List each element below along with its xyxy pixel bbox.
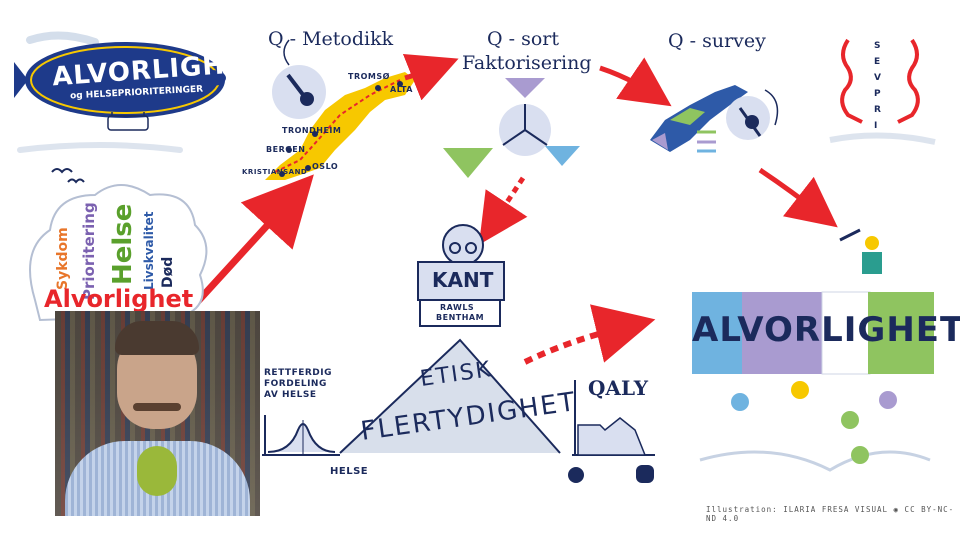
distribution-chart [262, 415, 340, 456]
rawls-label: RAWLS [440, 303, 475, 312]
arrow-to-alvorlighet [523, 304, 656, 365]
person-hair [115, 321, 199, 355]
arrow-to-survey [599, 57, 672, 107]
city-trondheim: TRONDHEIM [282, 126, 342, 135]
ethics-pyramid [339, 338, 561, 454]
city-bergen: BERGEN [266, 145, 306, 154]
cloud-word-livskvalitet: Livskvalitet [142, 211, 156, 290]
alvorlighet-banner [692, 228, 934, 472]
arrow-to-qsort [402, 53, 459, 101]
blimp-illustration [14, 31, 226, 153]
illustration-credit: Illustration: ILARIA FRESA VISUAL ◉ CC B… [706, 505, 955, 523]
city-kristiansand: KRISTIANSAND [242, 168, 308, 176]
q-sort-subtitle: Faktorisering [462, 52, 592, 74]
arrow-to-kant [478, 176, 528, 245]
rettferdig-label: RETTFERDIG FORDELING AV HELSE [264, 368, 332, 400]
kant-label: KANT [432, 268, 494, 292]
helse-axis-label: HELSE [330, 466, 369, 477]
q-sort-factor-diagram [443, 78, 580, 178]
norway-map-metodikk [265, 39, 415, 180]
norway-map-survey [650, 85, 779, 153]
q-sort-title: Q - sort [487, 28, 559, 50]
arrow-to-metodikk [187, 174, 314, 313]
q-survey-title: Q - survey [668, 30, 766, 52]
bentham-label: BENTHAM [436, 313, 485, 322]
cloud-word-helse: Helse [108, 203, 138, 285]
thought-cloud [29, 184, 208, 322]
q-metodikk-title: Q - Metodikk [268, 28, 394, 50]
sevpri-logo [829, 38, 936, 145]
city-tromso: TROMSØ [348, 72, 390, 81]
city-alta: ALTA [390, 85, 413, 94]
portrait-photo [55, 311, 260, 516]
qaly-chart [568, 380, 655, 483]
person-cravat [137, 446, 177, 496]
sevpri-label: SEVPRI [874, 41, 881, 131]
cloud-word-dod: Død [160, 256, 176, 288]
qaly-label: QALY [588, 376, 648, 400]
banner-title: ALVORLIGHET [692, 310, 960, 350]
kant-figure [417, 224, 505, 327]
person-mustache [133, 403, 181, 411]
city-oslo: OSLO [312, 162, 339, 171]
cloud-word-sykdom: Sykdom [55, 227, 71, 290]
birds-icon [51, 168, 73, 174]
arrow-to-banner [758, 167, 838, 228]
cloud-word-alvorlighet: Alvorlighet [44, 285, 194, 313]
